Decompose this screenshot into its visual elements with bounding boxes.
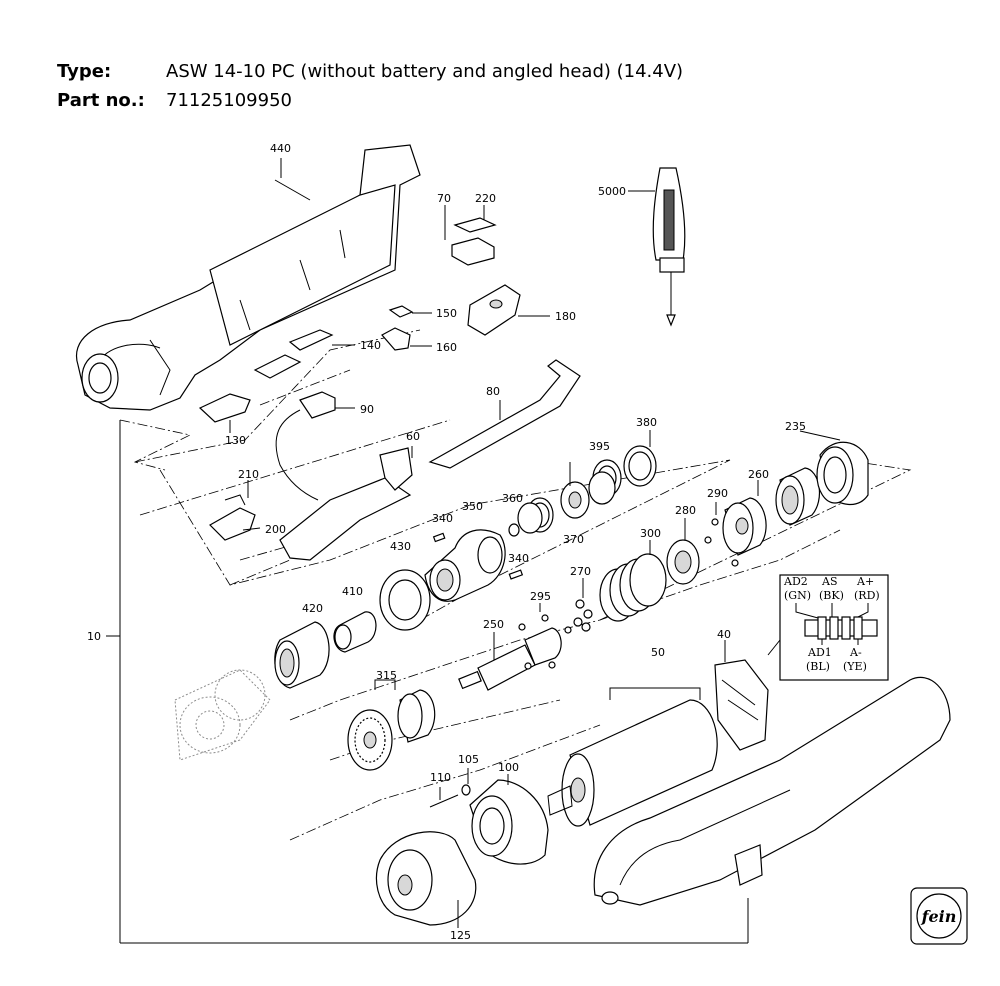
screwdriver-5000-icon bbox=[628, 167, 686, 327]
parts-140-90-130 bbox=[198, 329, 355, 501]
rings-395-380 bbox=[508, 430, 657, 537]
label-290: 290 bbox=[707, 487, 728, 500]
part-no-label: Part no.: bbox=[57, 90, 145, 111]
label-440: 440 bbox=[270, 142, 291, 155]
label-180: 180 bbox=[555, 310, 576, 323]
label-380: 380 bbox=[636, 416, 657, 429]
label-270: 270 bbox=[570, 565, 591, 578]
label-315: 315 bbox=[376, 669, 397, 682]
parts-150-160 bbox=[381, 305, 432, 351]
pad-70-220 bbox=[444, 205, 497, 266]
label-60: 60 bbox=[406, 430, 420, 443]
nut-420 bbox=[274, 621, 330, 689]
wiring-labels: AD2 (GN) AS (BK) A+ (RD) AD1 (BL) A- (YE… bbox=[783, 575, 880, 673]
label-10: 10 bbox=[87, 630, 101, 643]
label-80: 80 bbox=[486, 385, 500, 398]
label-250: 250 bbox=[483, 618, 504, 631]
label-70: 70 bbox=[437, 192, 451, 205]
shaft-250 bbox=[458, 603, 572, 691]
label-420: 420 bbox=[302, 602, 323, 615]
wire-as-color: (BK) bbox=[819, 589, 844, 602]
spring-300 bbox=[599, 540, 667, 622]
angled-head-ghost bbox=[174, 669, 271, 761]
wiring-legend bbox=[767, 574, 889, 681]
label-110: 110 bbox=[430, 771, 451, 784]
label-125: 125 bbox=[450, 929, 471, 942]
label-50: 50 bbox=[651, 646, 665, 659]
fein-logo-text: fein bbox=[921, 907, 957, 926]
housing-half-shell bbox=[75, 144, 421, 411]
label-395: 395 bbox=[589, 440, 610, 453]
label-130: 130 bbox=[225, 434, 246, 447]
screw-110-washer-105 bbox=[429, 768, 471, 808]
label-340b: 340 bbox=[508, 552, 529, 565]
wire-a-minus: A- bbox=[849, 646, 862, 659]
wire-ad2-color: (GN) bbox=[784, 589, 811, 602]
label-200: 200 bbox=[265, 523, 286, 536]
label-370: 370 bbox=[563, 533, 584, 546]
disc-430 bbox=[379, 569, 431, 631]
wire-ad1-color: (BL) bbox=[806, 660, 830, 673]
label-360: 360 bbox=[502, 492, 523, 505]
wire-ad2: AD2 bbox=[783, 575, 808, 588]
label-90: 90 bbox=[360, 403, 374, 416]
motor-50 bbox=[547, 687, 718, 827]
fein-logo: fein bbox=[910, 887, 968, 945]
assembly-bracket-10 bbox=[106, 420, 749, 944]
part-no-value: 71125109950 bbox=[166, 90, 292, 111]
label-280: 280 bbox=[675, 504, 696, 517]
label-300: 300 bbox=[640, 527, 661, 540]
wire-ad1: AD1 bbox=[807, 646, 832, 659]
label-210: 210 bbox=[238, 468, 259, 481]
sleeve-410 bbox=[333, 611, 377, 653]
label-160: 160 bbox=[436, 341, 457, 354]
part-labels: 440 70 220 5000 150 180 140 160 90 80 13… bbox=[87, 142, 806, 942]
label-105: 105 bbox=[458, 753, 479, 766]
ring-100 bbox=[469, 774, 549, 865]
ring-gear-350 bbox=[424, 529, 524, 602]
label-140: 140 bbox=[360, 339, 381, 352]
wire-as: AS bbox=[821, 575, 837, 588]
gear-315 bbox=[347, 679, 436, 771]
bearing-260 bbox=[757, 467, 820, 526]
type-value: ASW 14-10 PC (without battery and angled… bbox=[166, 61, 684, 82]
wire-a-minus-color: (YE) bbox=[843, 660, 867, 673]
cage-260 bbox=[704, 497, 767, 567]
label-350: 350 bbox=[462, 500, 483, 513]
nut-235 bbox=[799, 430, 869, 505]
circuit-board-60 bbox=[279, 446, 413, 561]
label-5000: 5000 bbox=[598, 185, 626, 198]
label-150: 150 bbox=[436, 307, 457, 320]
label-235: 235 bbox=[785, 420, 806, 433]
label-340a: 340 bbox=[432, 512, 453, 525]
type-label: Type: bbox=[57, 61, 112, 82]
motor-flange-125 bbox=[375, 831, 477, 928]
ring-280 bbox=[666, 518, 700, 585]
label-220: 220 bbox=[475, 192, 496, 205]
label-260: 260 bbox=[748, 468, 769, 481]
label-295: 295 bbox=[530, 590, 551, 603]
label-410: 410 bbox=[342, 585, 363, 598]
main-housing-10 bbox=[593, 676, 951, 906]
switch-cover-180 bbox=[467, 284, 550, 336]
screw-440-icon bbox=[274, 158, 311, 201]
label-430: 430 bbox=[390, 540, 411, 553]
wire-a-plus-color: (RD) bbox=[854, 589, 880, 602]
flex-cable-80 bbox=[428, 359, 581, 469]
wire-a-plus: A+ bbox=[856, 575, 874, 588]
switch-210 bbox=[209, 480, 261, 541]
label-40: 40 bbox=[717, 628, 731, 641]
planet-set-270 bbox=[573, 578, 593, 632]
connector-40 bbox=[714, 640, 769, 751]
label-100: 100 bbox=[498, 761, 519, 774]
